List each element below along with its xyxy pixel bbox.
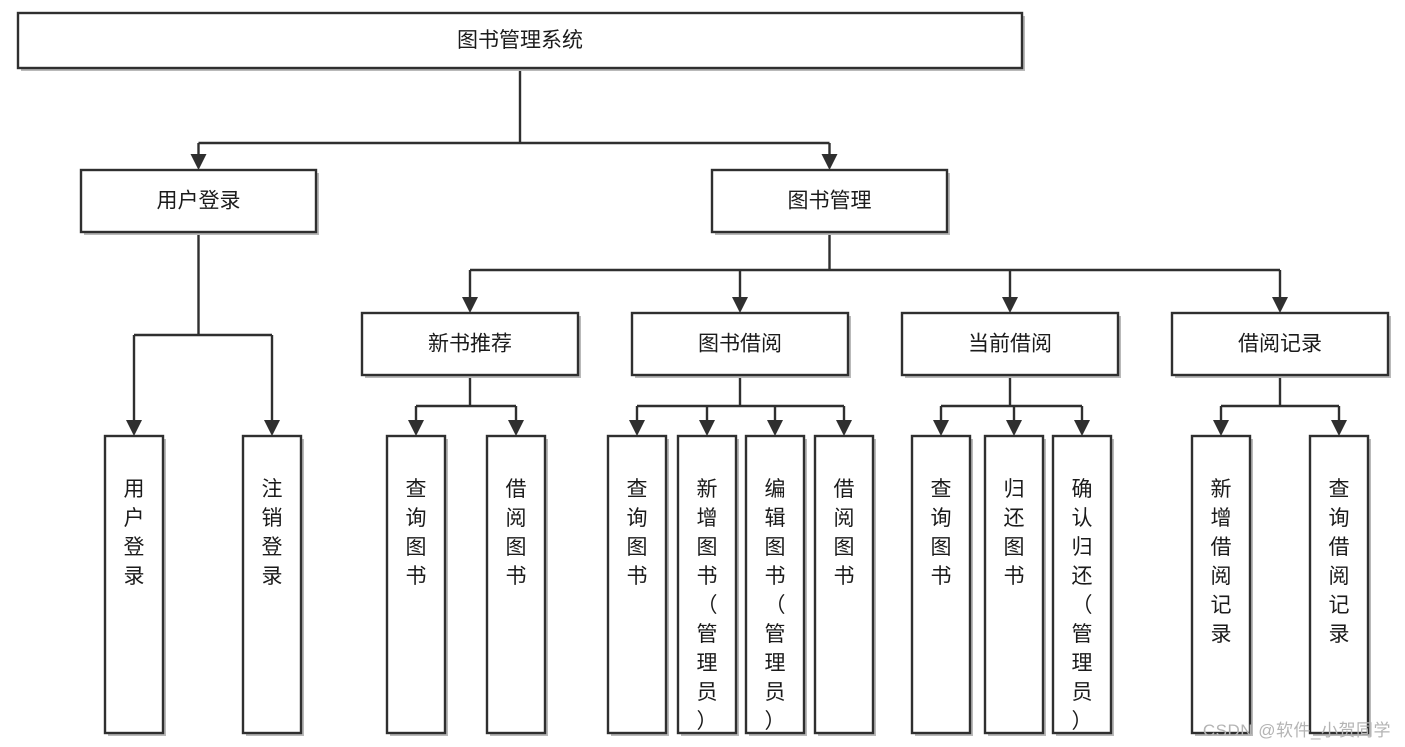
- node-label: 借阅图书: [506, 478, 527, 588]
- node-leaf[interactable]: 借阅图书: [813, 434, 876, 736]
- arrow-head-icon: [462, 297, 478, 313]
- node-box[interactable]: [900, 311, 1120, 377]
- node-label: 新书推荐: [428, 333, 512, 356]
- node-box[interactable]: [385, 434, 447, 735]
- arrow-head-icon: [190, 154, 207, 170]
- arrow-head-icon: [1002, 297, 1018, 313]
- arrow-head-icon: [508, 420, 524, 436]
- node-label: 编辑图书（管理员）: [765, 478, 786, 733]
- node-leaf[interactable]: 用户登录: [103, 434, 166, 736]
- node-box[interactable]: [910, 434, 972, 735]
- node-level2[interactable]: 用户登录: [79, 168, 319, 235]
- node-label: 查询借阅记录: [1329, 478, 1350, 646]
- node-box[interactable]: [606, 434, 668, 735]
- node-leaf[interactable]: 确认归还（管理员）: [1051, 434, 1114, 736]
- node-level2[interactable]: 图书管理: [710, 168, 950, 235]
- node-label: 新增图书（管理员）: [697, 478, 718, 733]
- node-root[interactable]: 图书管理系统: [16, 11, 1025, 71]
- node-leaf[interactable]: 注销登录: [241, 434, 304, 736]
- node-box[interactable]: [710, 168, 949, 234]
- node-label: 借阅记录: [1238, 333, 1322, 356]
- connector-layer: [126, 68, 1347, 436]
- node-box[interactable]: [983, 434, 1045, 735]
- arrow-head-icon: [1272, 297, 1288, 313]
- arrow-head-icon: [933, 420, 949, 436]
- node-layer: 图书管理系统用户登录图书管理新书推荐图书借阅当前借阅借阅记录用户登录注销登录查询…: [16, 11, 1391, 736]
- arrow-head-icon: [1331, 420, 1347, 436]
- node-label: 查询图书: [931, 478, 952, 588]
- node-box[interactable]: [360, 311, 580, 377]
- node-leaf[interactable]: 借阅图书: [485, 434, 548, 736]
- arrow-head-icon: [629, 420, 645, 436]
- node-box[interactable]: [630, 311, 850, 377]
- node-label: 图书借阅: [698, 333, 782, 356]
- node-label: 新增借阅记录: [1211, 478, 1232, 646]
- node-label: 注销登录: [262, 478, 283, 588]
- node-box[interactable]: [241, 434, 303, 735]
- node-leaf[interactable]: 新增图书（管理员）: [676, 434, 739, 736]
- node-leaf[interactable]: 新增借阅记录: [1190, 434, 1253, 736]
- node-label: 查询图书: [627, 478, 648, 588]
- node-level3[interactable]: 图书借阅: [630, 311, 851, 378]
- node-leaf[interactable]: 查询借阅记录: [1308, 434, 1371, 736]
- node-box[interactable]: [676, 434, 738, 735]
- node-leaf[interactable]: 查询图书: [385, 434, 448, 736]
- arrow-head-icon: [836, 420, 852, 436]
- node-box[interactable]: [16, 11, 1024, 70]
- arrow-head-icon: [732, 297, 748, 313]
- node-level3[interactable]: 借阅记录: [1170, 311, 1391, 378]
- node-label: 图书管理系统: [457, 29, 583, 52]
- node-label: 归还图书: [1004, 478, 1025, 588]
- node-box[interactable]: [485, 434, 547, 735]
- node-box[interactable]: [79, 168, 318, 234]
- arrow-head-icon: [264, 420, 280, 436]
- node-label: 当前借阅: [968, 333, 1052, 356]
- node-box[interactable]: [744, 434, 806, 735]
- node-leaf[interactable]: 编辑图书（管理员）: [744, 434, 807, 736]
- arrow-head-icon: [126, 420, 142, 436]
- arrow-head-icon: [821, 154, 838, 170]
- node-leaf[interactable]: 归还图书: [983, 434, 1046, 736]
- node-box[interactable]: [813, 434, 875, 735]
- node-label: 图书管理: [788, 190, 872, 213]
- node-level3[interactable]: 当前借阅: [900, 311, 1121, 378]
- node-leaf[interactable]: 查询图书: [606, 434, 669, 736]
- node-box[interactable]: [103, 434, 165, 735]
- node-leaf[interactable]: 查询图书: [910, 434, 973, 736]
- node-label: 确认归还（管理员）: [1072, 478, 1093, 733]
- node-level3[interactable]: 新书推荐: [360, 311, 581, 378]
- node-box[interactable]: [1170, 311, 1390, 377]
- arrow-head-icon: [408, 420, 424, 436]
- arrow-head-icon: [1006, 420, 1022, 436]
- arrow-head-icon: [699, 420, 715, 436]
- node-box[interactable]: [1051, 434, 1113, 735]
- node-label: 用户登录: [124, 478, 145, 588]
- node-box[interactable]: [1190, 434, 1252, 735]
- node-box[interactable]: [1308, 434, 1370, 735]
- node-label: 用户登录: [157, 190, 241, 213]
- node-label: 查询图书: [406, 478, 427, 588]
- arrow-head-icon: [1074, 420, 1090, 436]
- arrow-head-icon: [1213, 420, 1229, 436]
- node-label: 借阅图书: [834, 478, 855, 588]
- arrow-head-icon: [767, 420, 783, 436]
